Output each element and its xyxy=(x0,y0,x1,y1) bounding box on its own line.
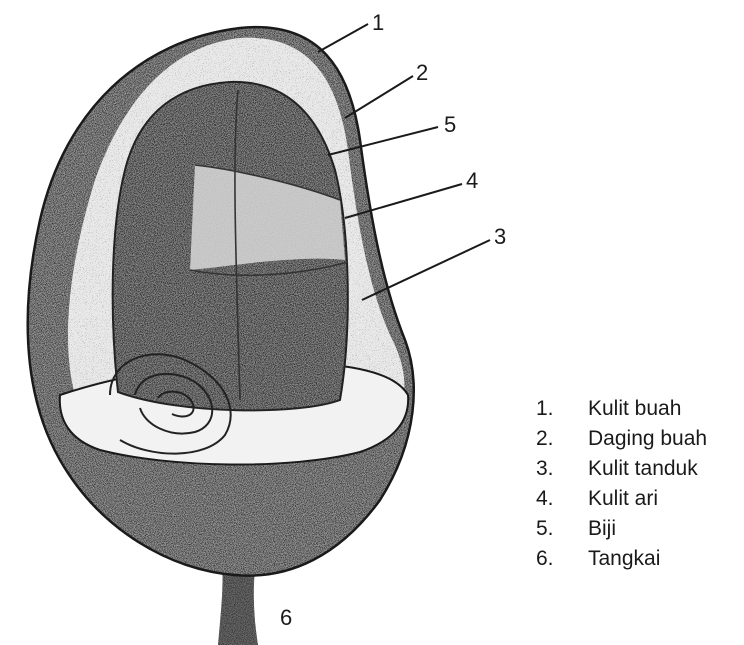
legend-label: Kulit ari xyxy=(588,484,658,514)
legend-item: 1. Kulit buah xyxy=(528,394,738,424)
legend-item: 3. Kulit tanduk xyxy=(528,454,738,484)
callout-5: 5 xyxy=(444,112,456,137)
legend-label: Kulit tanduk xyxy=(588,454,698,484)
legend-number: 5. xyxy=(528,514,588,544)
legend-label: Kulit buah xyxy=(588,394,681,424)
legend-label: Tangkai xyxy=(588,544,660,574)
legend-number: 3. xyxy=(528,454,588,484)
callout-3: 3 xyxy=(494,224,506,249)
callout-4: 4 xyxy=(466,168,478,193)
legend-item: 2. Daging buah xyxy=(528,424,738,454)
legend-number: 1. xyxy=(528,394,588,424)
legend-number: 4. xyxy=(528,484,588,514)
legend-item: 4. Kulit ari xyxy=(528,484,738,514)
callout-2: 2 xyxy=(416,60,428,85)
legend-item: 5. Biji xyxy=(528,514,738,544)
legend: 1. Kulit buah 2. Daging buah 3. Kulit ta… xyxy=(528,394,738,574)
callout-1: 1 xyxy=(372,10,384,35)
legend-number: 2. xyxy=(528,424,588,454)
legend-item: 6. Tangkai xyxy=(528,544,738,574)
legend-number: 6. xyxy=(528,544,588,574)
callout-6: 6 xyxy=(280,605,292,630)
coffee-seed xyxy=(113,82,348,410)
legend-label: Daging buah xyxy=(588,424,707,454)
legend-label: Biji xyxy=(588,514,616,544)
